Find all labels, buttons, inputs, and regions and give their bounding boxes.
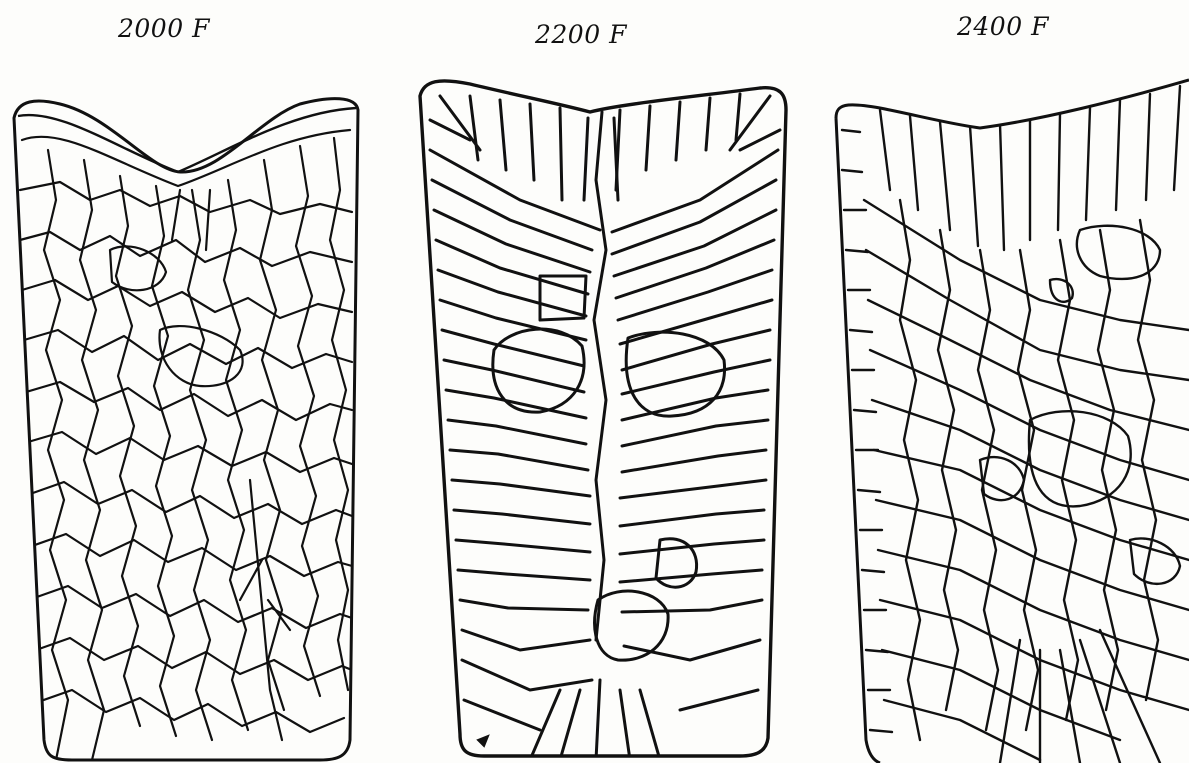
ingot-outline-2400f <box>836 80 1189 128</box>
ingot-section-2000f <box>14 99 358 760</box>
ingot-section-2200f <box>420 81 786 760</box>
grain-boundaries-2000f <box>20 130 352 760</box>
ingot-section-2400f <box>836 80 1189 763</box>
grain-boundaries-2200f <box>430 94 780 760</box>
grain-boundaries-2400f <box>842 86 1189 763</box>
